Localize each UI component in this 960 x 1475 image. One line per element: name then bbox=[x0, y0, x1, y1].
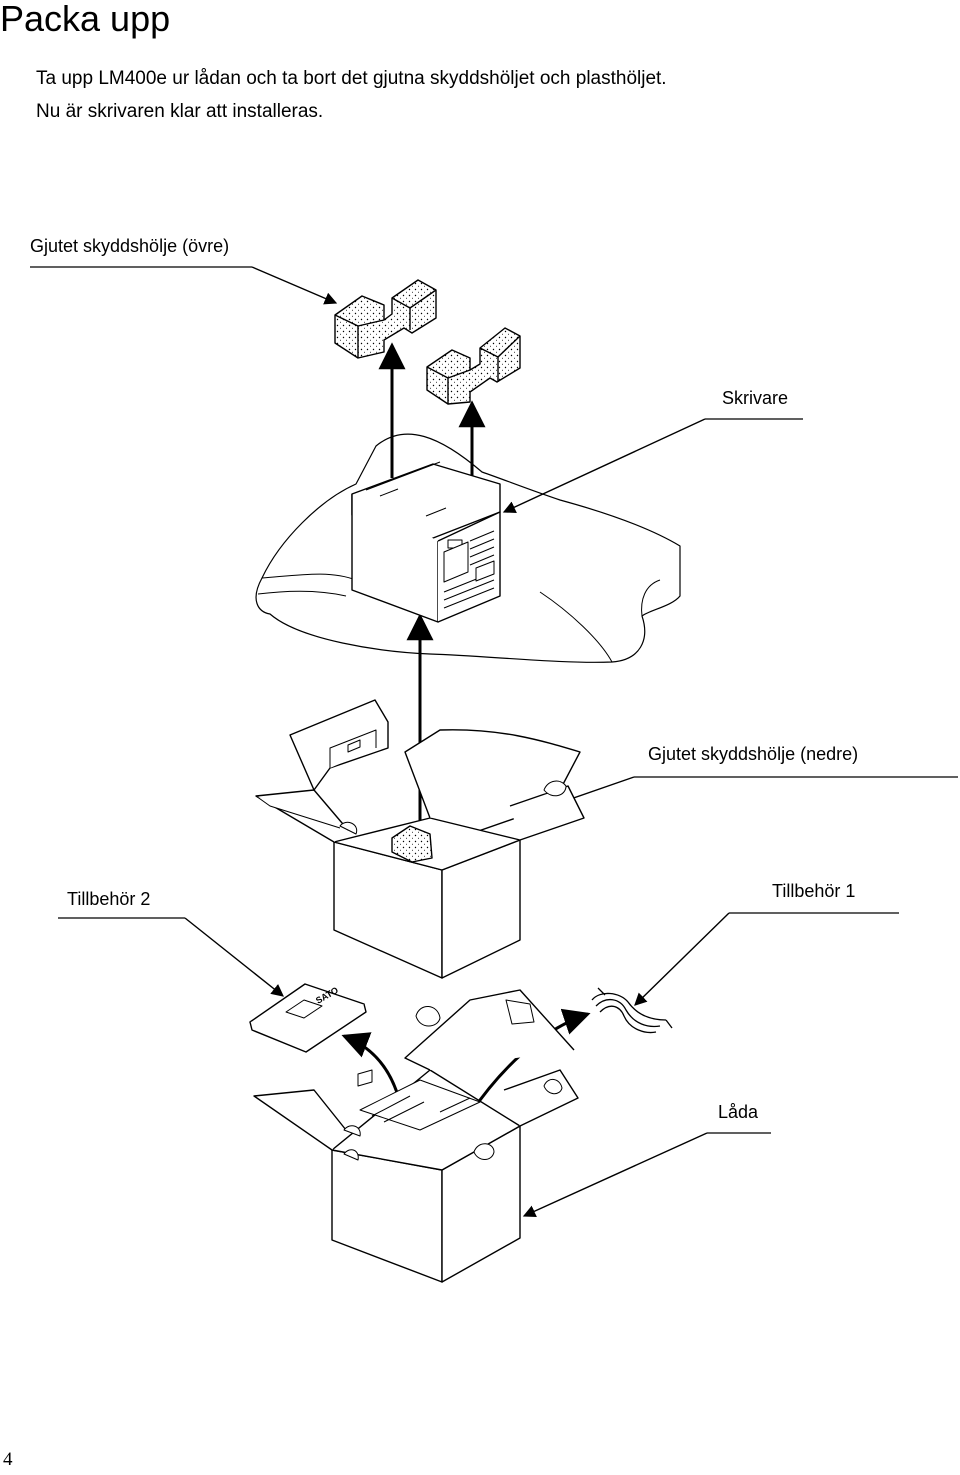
accessory-2-manual bbox=[249, 983, 367, 1053]
intro-text: Ta upp LM400e ur lådan och ta bort det g… bbox=[36, 62, 667, 128]
intro-line-2: Nu är skrivaren klar att installeras. bbox=[36, 101, 324, 122]
label-printer: Skrivare bbox=[722, 388, 789, 408]
lower-open-box bbox=[253, 989, 579, 1283]
label-lower-cover: Gjutet skyddshölje (nedre) bbox=[648, 744, 859, 764]
callout-accessory-2 bbox=[58, 917, 284, 997]
page-title: Packa upp bbox=[0, 0, 171, 39]
upper-open-box bbox=[255, 699, 585, 979]
printer-illustration bbox=[351, 461, 501, 623]
callout-accessory-1 bbox=[634, 912, 899, 1006]
lower-cover-piece bbox=[391, 825, 433, 863]
callout-printer bbox=[502, 418, 803, 513]
accessory-1-cable bbox=[591, 987, 673, 1034]
plastic-bag bbox=[255, 433, 681, 663]
label-upper-cover: Gjutet skyddshölje (övre) bbox=[30, 236, 230, 256]
upper-cover-piece-1 bbox=[334, 279, 437, 359]
intro-line-1: Ta upp LM400e ur lådan och ta bort det g… bbox=[36, 68, 667, 89]
label-accessory-1: Tillbehör 1 bbox=[772, 881, 856, 901]
label-box: Låda bbox=[718, 1102, 759, 1122]
callout-upper-cover bbox=[30, 266, 338, 305]
upper-cover-piece-2 bbox=[426, 327, 521, 405]
callout-box bbox=[522, 1132, 771, 1218]
page-number: 4 bbox=[3, 1449, 13, 1470]
label-accessory-2: Tillbehör 2 bbox=[67, 889, 151, 909]
